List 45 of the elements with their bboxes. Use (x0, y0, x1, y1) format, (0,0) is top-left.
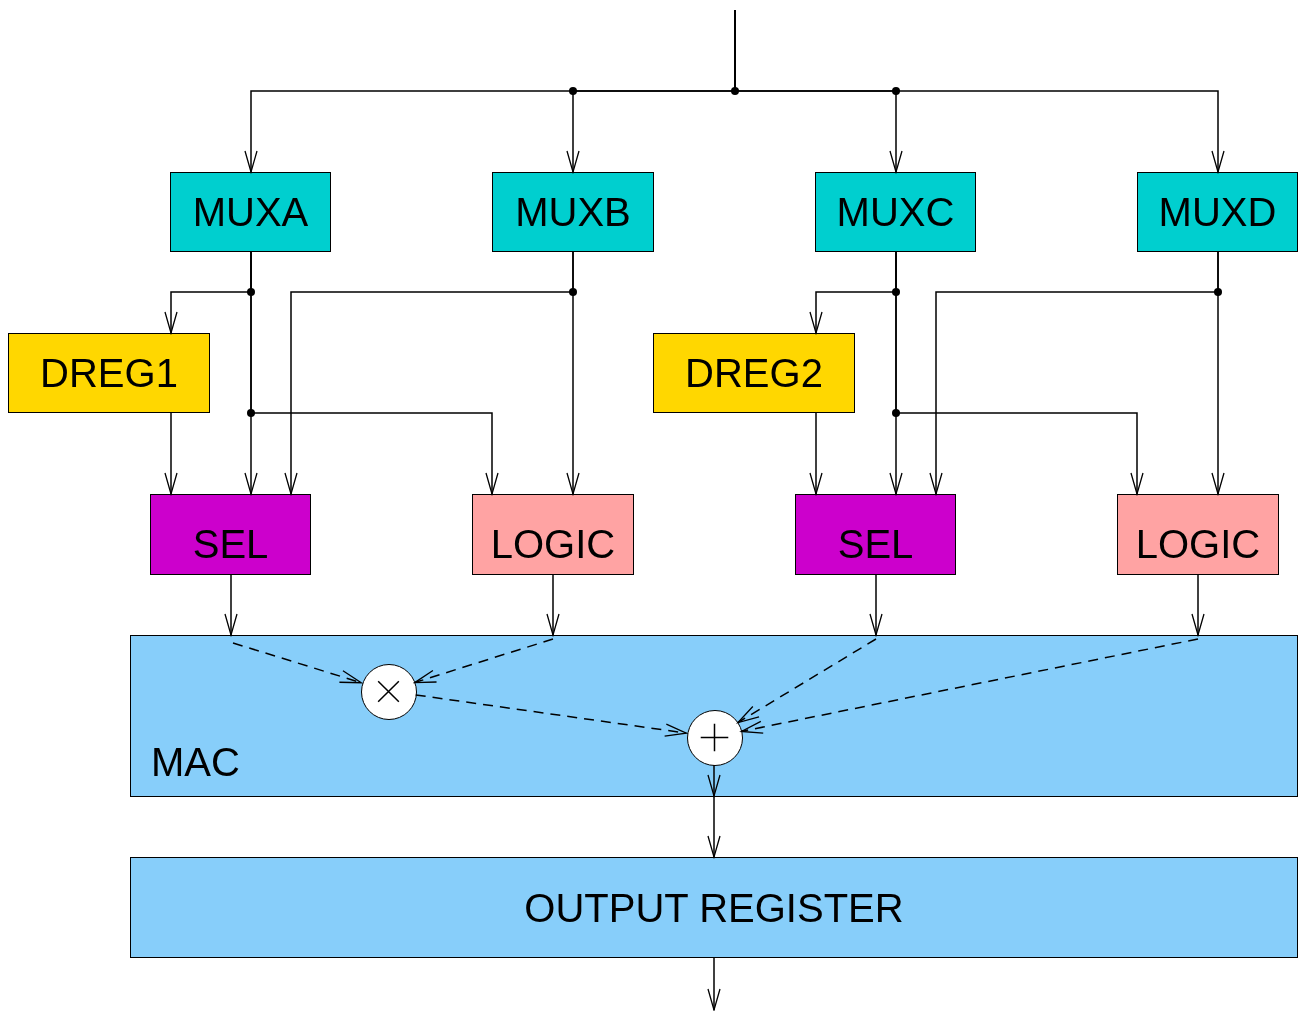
arrow (734, 9, 1225, 173)
box-label: LOGIC (1135, 523, 1261, 564)
arrow (250, 251, 499, 495)
box-label: MAC (151, 742, 240, 782)
mac-block (130, 635, 1298, 797)
box-label: SEL (837, 523, 914, 564)
box-label: SEL (192, 523, 269, 564)
logic-box (472, 494, 634, 575)
arrow (707, 796, 721, 858)
logic-box (1117, 494, 1279, 575)
arrow (164, 412, 178, 495)
box-label: DREG1 (40, 353, 178, 393)
arrow (232, 642, 362, 684)
register-box (653, 333, 855, 413)
mux-box (492, 172, 654, 252)
selector-box (795, 494, 956, 575)
multiplier-circle (361, 664, 417, 720)
arrow (413, 638, 554, 684)
mux-box (170, 172, 331, 252)
arrow (707, 957, 721, 1011)
adder-circle (687, 710, 743, 766)
box-label: MUXA (192, 192, 309, 232)
arrow (737, 638, 877, 724)
box-label: MUXB (515, 192, 631, 232)
arrow (740, 638, 1199, 734)
arrow (707, 764, 721, 797)
mux-box (815, 172, 976, 252)
register-block (130, 857, 1298, 958)
arrow (1211, 251, 1225, 495)
arrow (415, 694, 688, 737)
arrow (546, 574, 560, 636)
arrow (566, 251, 580, 495)
box-label: MUXC (836, 192, 955, 232)
arrow (869, 574, 883, 636)
box-label: LOGIC (490, 523, 616, 564)
arrow (1191, 574, 1205, 636)
selector-box (150, 494, 311, 575)
box-label: MUXD (1158, 192, 1277, 232)
box-label: OUTPUT REGISTER (524, 887, 904, 928)
register-box (8, 333, 210, 413)
mux-box (1137, 172, 1298, 252)
box-label: DREG2 (685, 353, 823, 393)
arrow (809, 412, 823, 495)
arrow (895, 251, 1144, 495)
arrow (224, 574, 238, 636)
